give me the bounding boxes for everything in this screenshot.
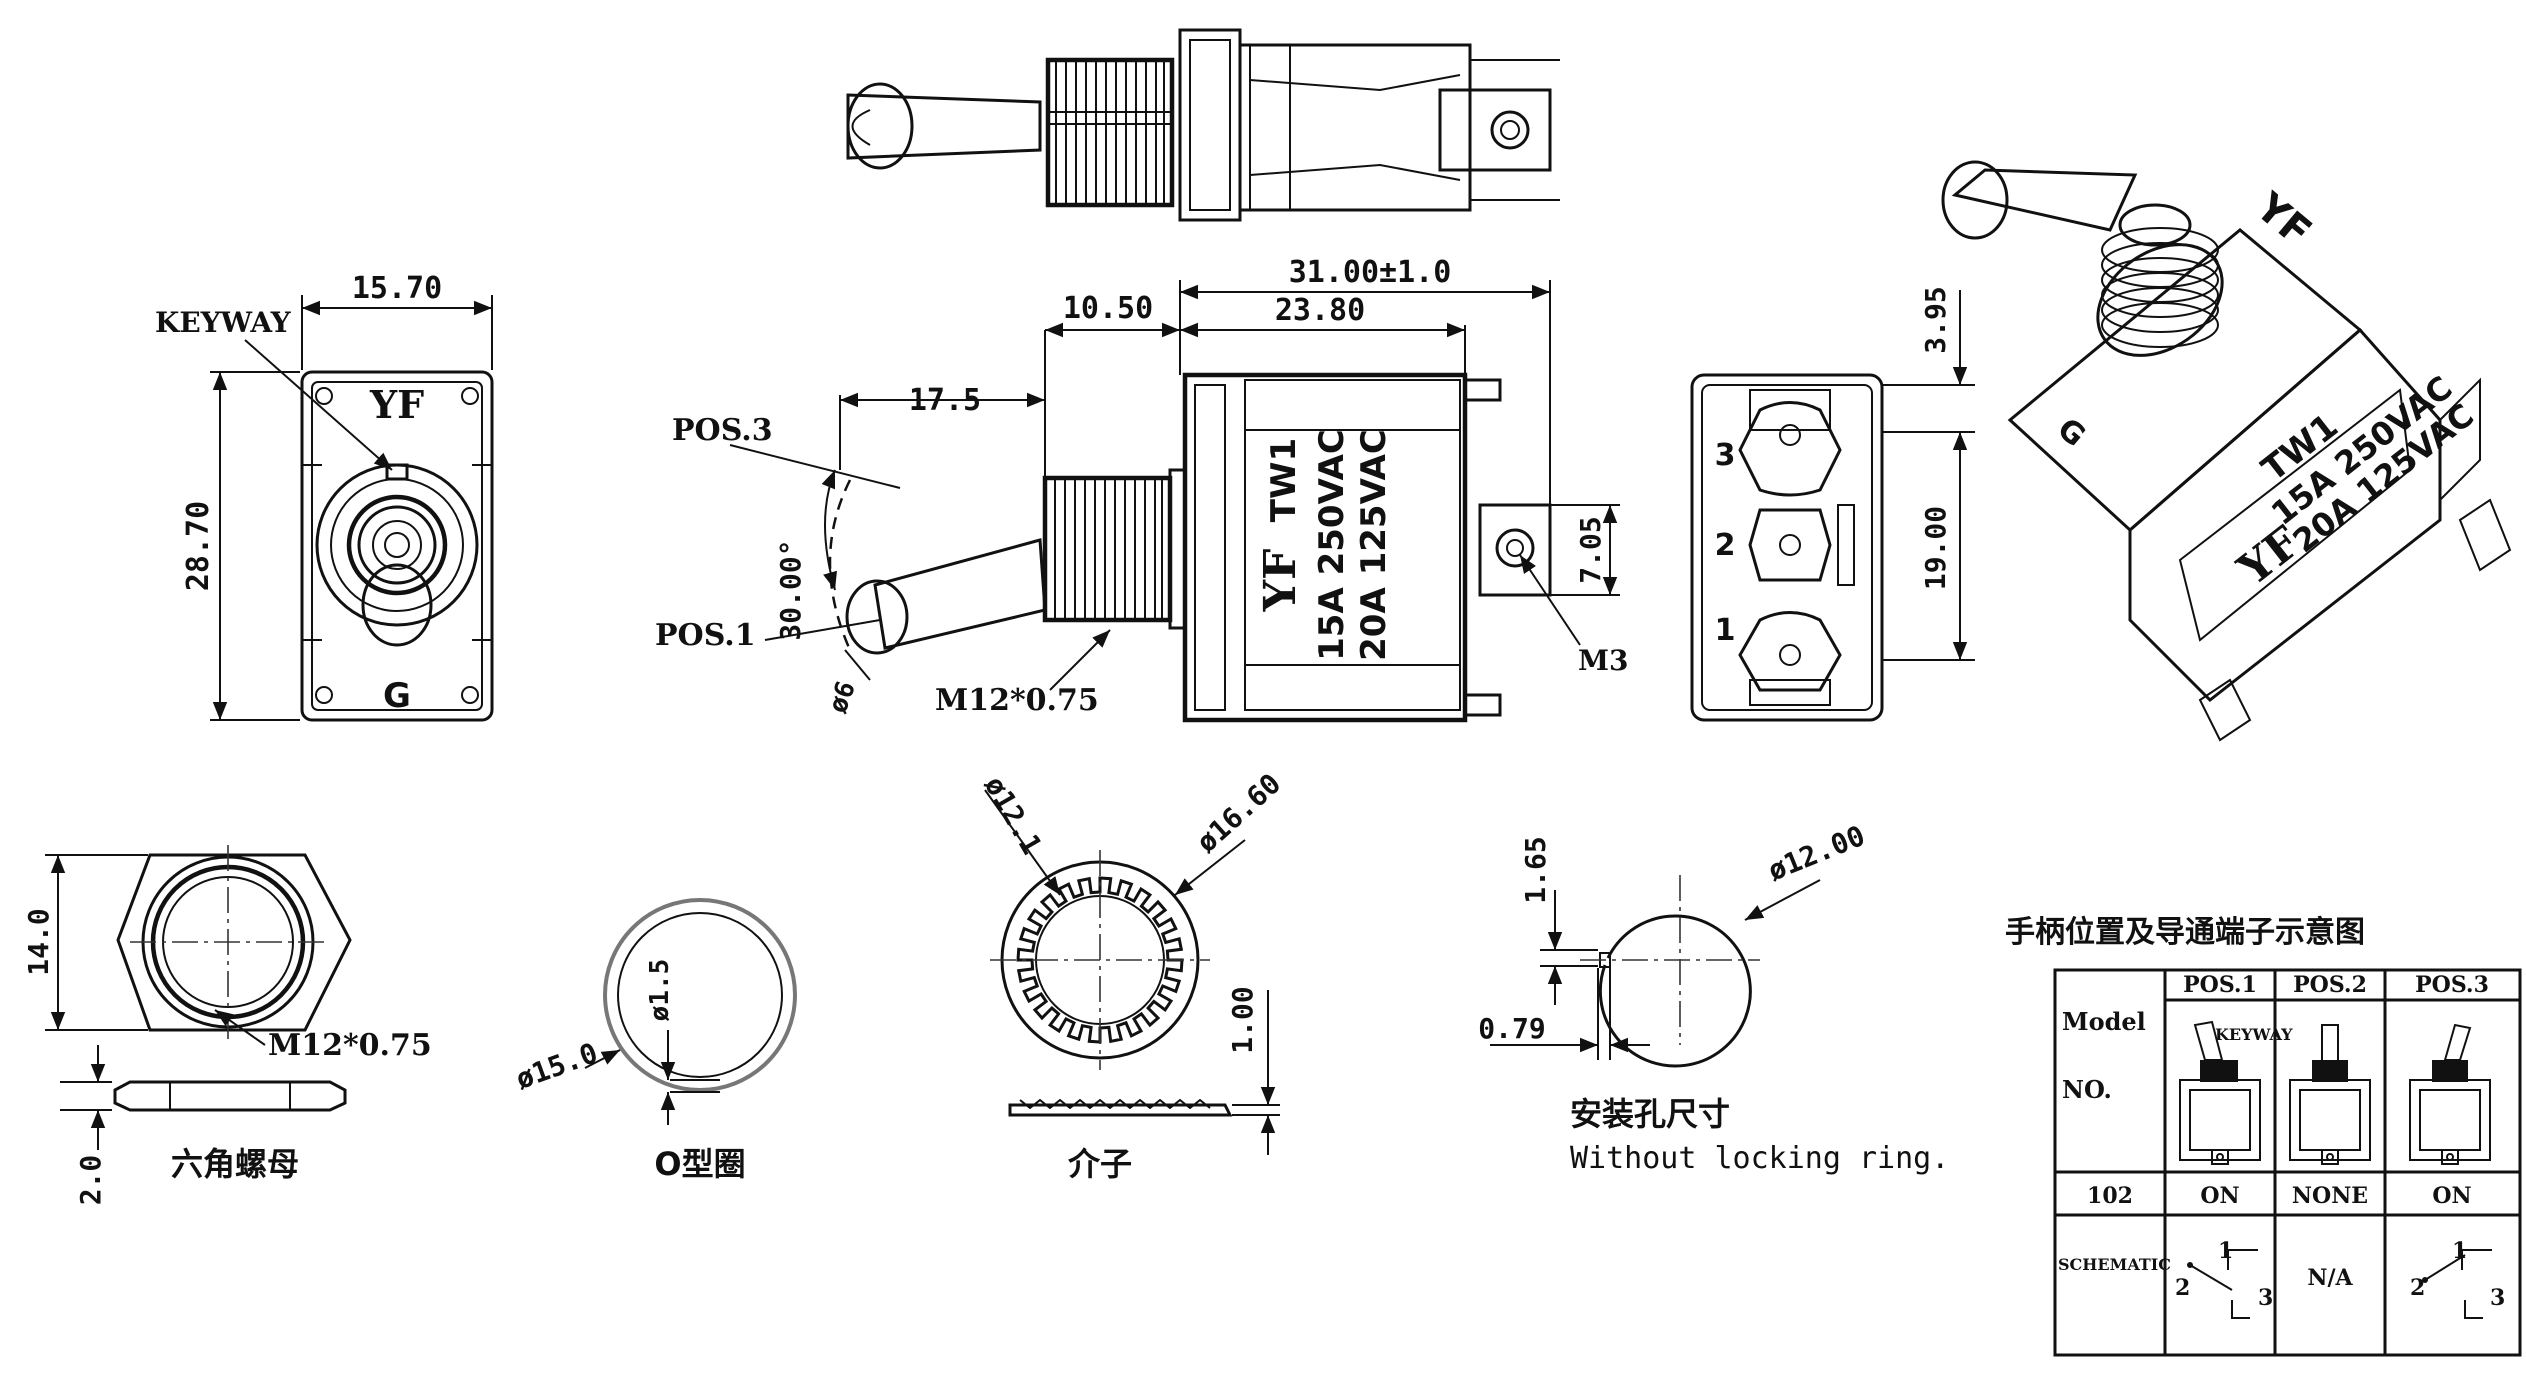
table-schematic-label: SCHEMATIC <box>2058 1255 2171 1274</box>
front-dim-height: 28.70 <box>181 501 216 591</box>
sch1-n3: 3 <box>2258 1285 2273 1311</box>
sch3-n3: 3 <box>2490 1285 2505 1311</box>
table-row-pos3: ON <box>2432 1183 2471 1209</box>
hole-caption-en: Without locking ring. <box>1570 1141 1949 1176</box>
oring-dim-section: ø1.5 <box>645 959 675 1022</box>
back-dim-19: 19.00 <box>1919 506 1952 590</box>
table-col-pos1: POS.1 <box>2183 972 2257 998</box>
hole-dim-1-65: 1.65 <box>1519 836 1552 903</box>
washer: ø12.1 ø16.60 1.00 介子 <box>978 767 1287 1183</box>
table-header-no: NO. <box>2062 1075 2112 1104</box>
hole-dim-0-79: 0.79 <box>1478 1012 1545 1045</box>
top-view <box>846 28 1560 222</box>
iso-view: YF G YF TW1 15A 250VAC 20A 125VAC <box>1941 160 2512 742</box>
table-row-pos1: ON <box>2200 1183 2239 1209</box>
sch3-n2: 2 <box>2410 1275 2425 1301</box>
side-body-rating1: 15A 250VAC <box>1312 429 1352 661</box>
side-pos3-label: POS.3 <box>672 413 773 448</box>
side-pos1-label: POS.1 <box>655 618 756 653</box>
back-term-2: 2 <box>1715 528 1736 563</box>
oring-caption: O型圈 <box>654 1145 745 1183</box>
o-ring: ø15.0 ø1.5 O型圈 <box>512 898 797 1183</box>
hex-nut: 14.0 M12*0.75 2.0 六角螺母 <box>22 845 432 1205</box>
mini-switch-pos3 <box>2409 1023 2491 1165</box>
side-m3: M3 <box>1578 644 1628 677</box>
front-dim-width: 15.70 <box>352 271 442 306</box>
table-row-model: 102 <box>2087 1183 2133 1209</box>
table-title: 手柄位置及导通端子示意图 <box>2005 915 2365 950</box>
sch1-n1: 1 <box>2218 1238 2233 1264</box>
back-view: 3 2 1 3.95 19.00 <box>1690 286 1975 722</box>
panel-hole: 1.65 0.79 ø12.00 安装孔尺寸 Without locking r… <box>1478 819 1949 1176</box>
sch3-n1: 1 <box>2452 1238 2467 1264</box>
hole-caption-cn: 安装孔尺寸 <box>1570 1095 1730 1133</box>
iso-letter-g: G <box>2050 411 2091 454</box>
schematic-pos1: 1 2 3 <box>2175 1238 2273 1319</box>
front-view: YF G 15.70 28.70 KEYWAY <box>155 271 494 722</box>
side-dim-17-5: 17.5 <box>909 383 981 418</box>
schematic-pos3: 1 2 3 <box>2410 1238 2505 1319</box>
table-header-model: Model <box>2062 1007 2146 1036</box>
front-letter-g: G <box>383 676 411 716</box>
table-schematic-na: N/A <box>2307 1265 2353 1291</box>
nut-dim-14: 14.0 <box>22 908 55 975</box>
mini-switch-pos1: KEYWAY <box>2179 1020 2293 1165</box>
position-table: 手柄位置及导通端子示意图 Model NO. POS.1 POS.2 POS.3… <box>2005 915 2522 1357</box>
side-body-model: TW1 <box>1264 438 1304 522</box>
front-keyway-label: KEYWAY <box>155 306 292 339</box>
table-row-pos2: NONE <box>2292 1183 2368 1209</box>
side-dim-7-05: 7.05 <box>1574 516 1607 583</box>
back-term-1: 1 <box>1715 613 1736 648</box>
table-col-pos3: POS.3 <box>2415 972 2489 998</box>
washer-caption: 介子 <box>1067 1145 1132 1183</box>
side-body-rating2: 20A 125VAC <box>1354 429 1394 661</box>
side-angle-label: 30.00° <box>774 539 807 640</box>
table-col-pos2: POS.2 <box>2293 972 2367 998</box>
nut-dim-2: 2.0 <box>74 1155 107 1206</box>
table-keyway: KEYWAY <box>2215 1025 2293 1044</box>
sch1-n2: 2 <box>2175 1275 2190 1301</box>
side-view: YF TW1 15A 250VAC 20A 125VAC POS.3 POS.1… <box>655 255 1628 723</box>
side-dia6: ø6 <box>823 677 862 717</box>
back-dim-3-95: 3.95 <box>1919 286 1952 353</box>
front-logo: YF <box>369 382 424 427</box>
back-term-3: 3 <box>1715 438 1736 473</box>
washer-dim-inner: ø12.1 <box>978 770 1049 860</box>
nut-thread: M12*0.75 <box>268 1028 432 1063</box>
side-dim-31: 31.00±1.0 <box>1289 255 1452 290</box>
nut-caption: 六角螺母 <box>171 1145 299 1183</box>
washer-dim-thick: 1.00 <box>1226 986 1259 1053</box>
side-dim-10-50: 10.50 <box>1063 291 1153 326</box>
side-body-logo: YF <box>1255 549 1306 613</box>
hole-dim-12: ø12.00 <box>1763 819 1869 887</box>
side-thread-label: M12*0.75 <box>935 683 1099 718</box>
side-dim-23-80: 23.80 <box>1275 293 1365 328</box>
mini-switch-pos2 <box>2289 1024 2371 1165</box>
